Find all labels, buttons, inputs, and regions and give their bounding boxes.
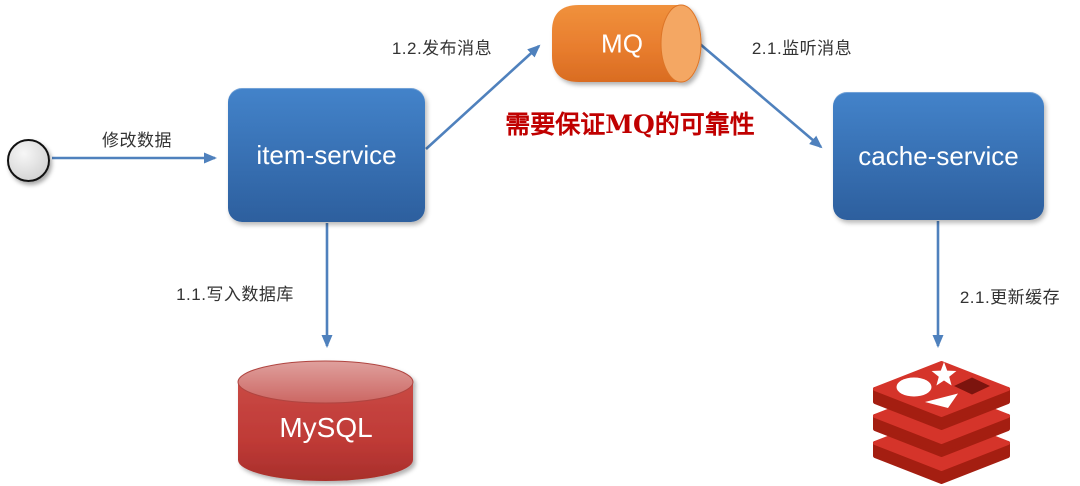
mysql-cylinder — [237, 360, 414, 481]
edge-label-update-cache: 2.1.更新缓存 — [959, 288, 1061, 307]
edge-label-publish-msg: 1.2.发布消息 — [391, 39, 493, 58]
edge-label-modify-data: 修改数据 — [102, 131, 172, 150]
mq-label: MQ — [601, 28, 643, 59]
node-item-service: item-service — [228, 88, 425, 222]
arrow-publish-msg — [425, 44, 541, 150]
mysql-label: MySQL — [279, 412, 373, 443]
arrow-listen-msg — [699, 43, 823, 149]
cache-service-label: cache-service — [858, 140, 1019, 171]
node-cache-service: cache-service — [833, 92, 1044, 220]
annotation-text: 需要保证MQ的可靠性 — [505, 110, 755, 139]
start-node — [7, 139, 50, 182]
edge-label-write-db: 1.1.写入数据库 — [176, 285, 294, 304]
redis-logo-icon — [873, 361, 1010, 484]
edge-label-listen-msg: 2.1.监听消息 — [751, 39, 853, 58]
item-service-label: item-service — [256, 139, 397, 170]
mq-cylinder — [552, 4, 702, 83]
